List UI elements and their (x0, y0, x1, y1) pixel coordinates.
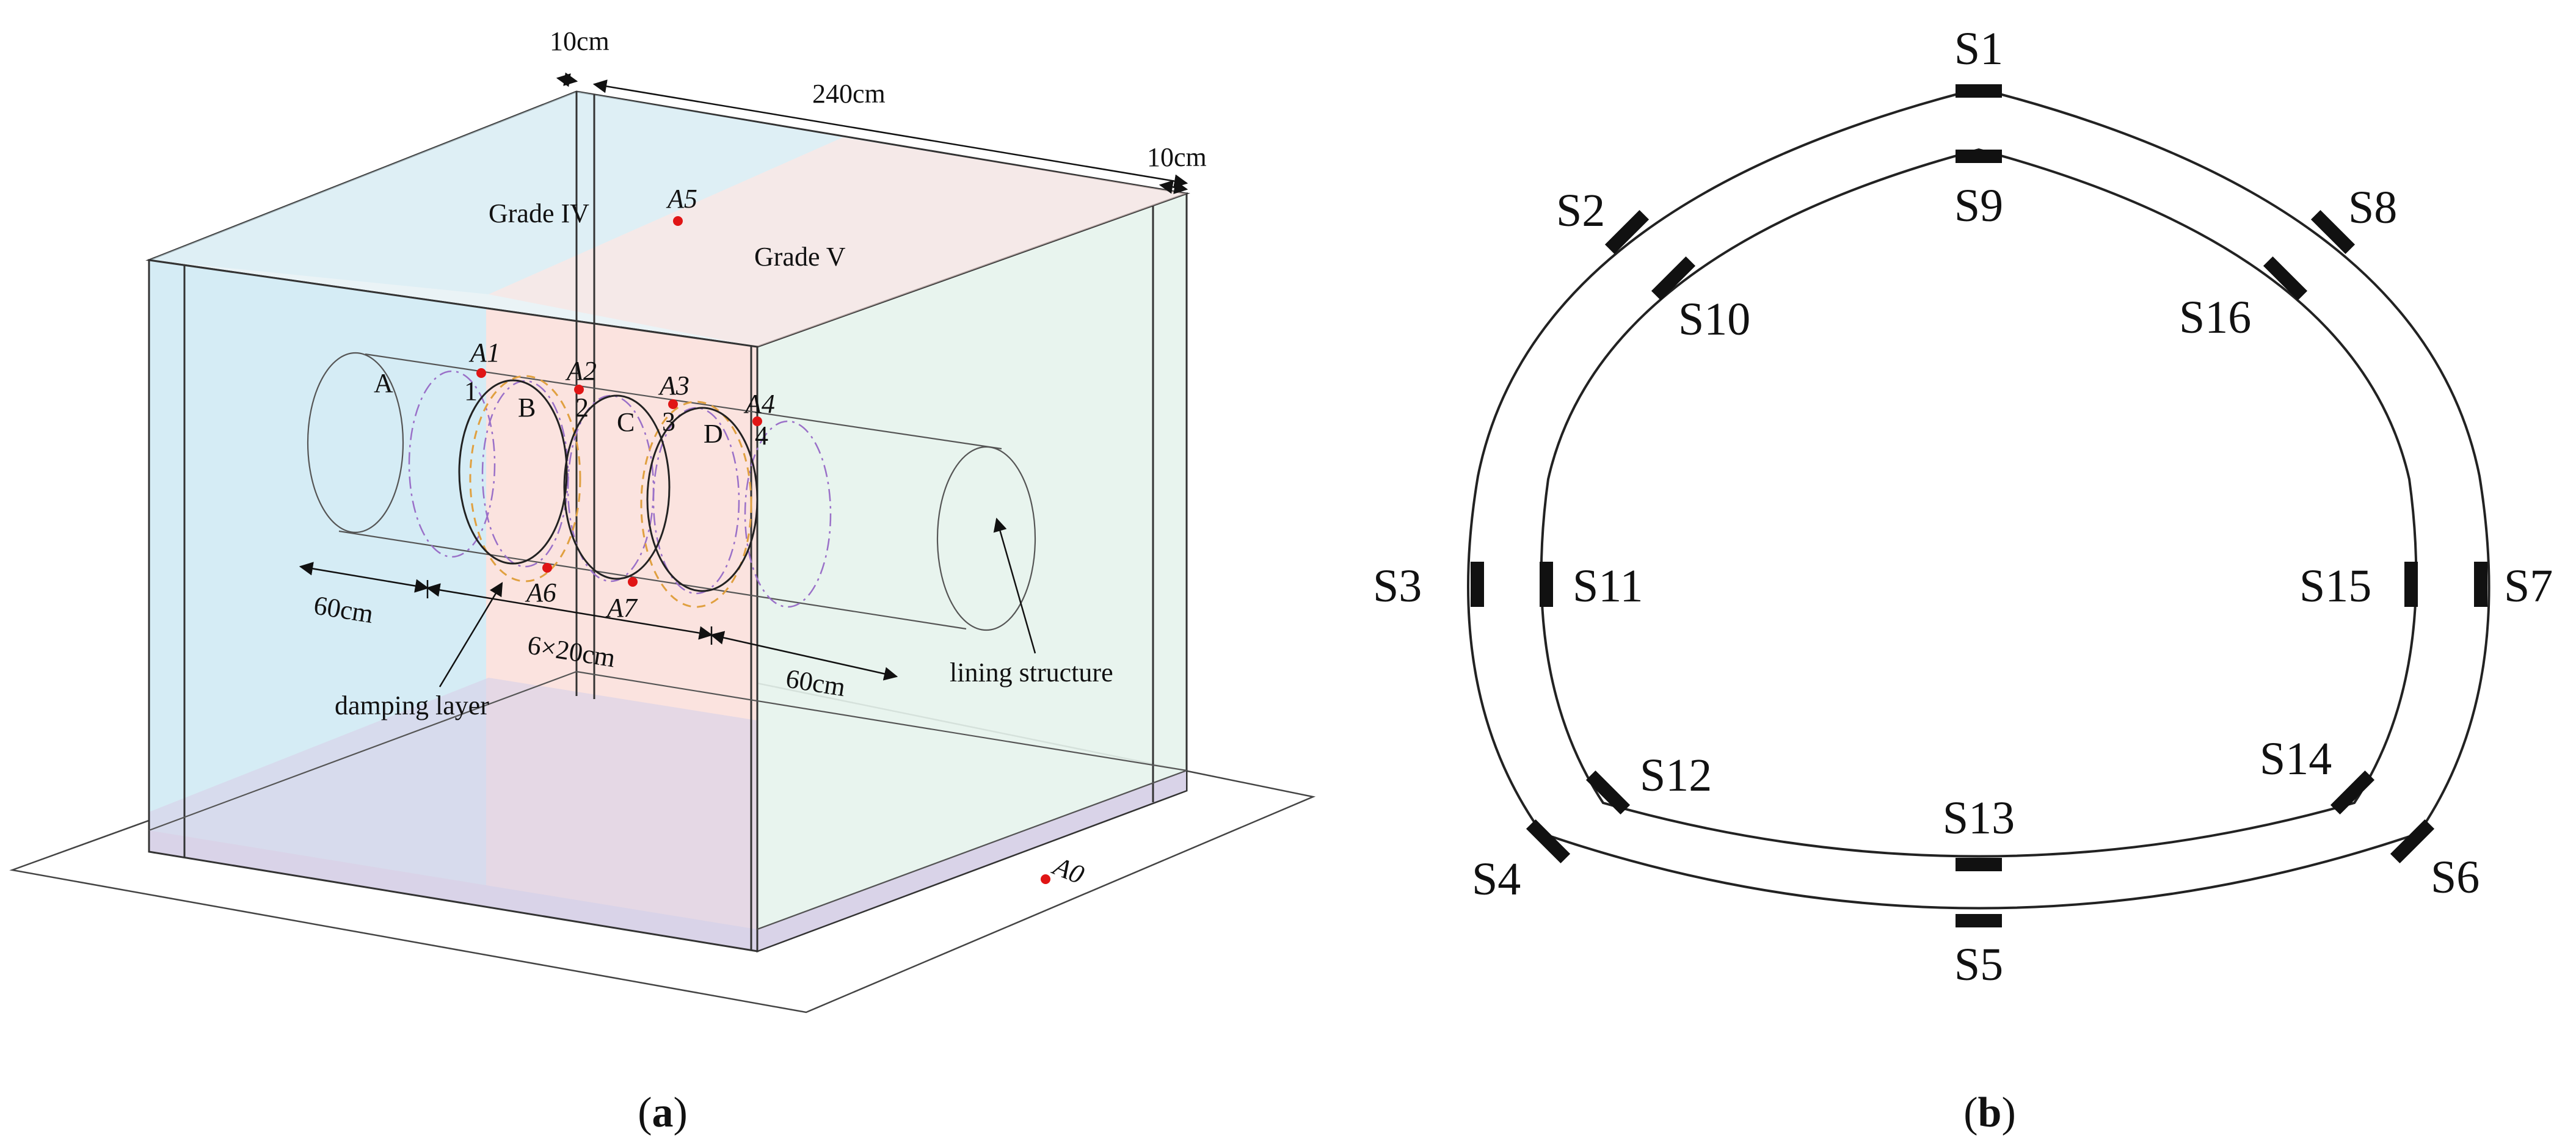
callout-damping-layer: damping layer (335, 691, 489, 720)
sensor-points (476, 216, 1050, 884)
gauge-s15 (2404, 562, 2418, 607)
gauge-s1 (1956, 84, 2002, 98)
zone-grade-iv: Grade IV (489, 198, 589, 228)
gauge-s2 (1604, 209, 1650, 255)
caption-a: (a) (638, 1089, 688, 1136)
purple-rings (408, 370, 832, 608)
gauge-s8 (2310, 209, 2356, 255)
point-a3 (668, 399, 678, 409)
label-a0: A0 (1047, 850, 1088, 890)
label-s5: S5 (1954, 939, 2003, 990)
zone-grade-v: Grade V (754, 242, 846, 272)
point-a1 (476, 368, 486, 378)
label-s10: S10 (1678, 294, 1750, 345)
label-s6: S6 (2431, 852, 2480, 903)
label-s1: S1 (1954, 23, 2003, 74)
section-number-1: 1 (464, 376, 478, 406)
label-a5: A5 (666, 184, 697, 214)
damping-floor (149, 678, 757, 929)
point-a6 (542, 563, 552, 573)
gauge-s4 (1526, 819, 1571, 864)
gauge-s7 (2474, 562, 2487, 607)
label-a4: A4 (743, 389, 775, 419)
section-d: D (704, 419, 723, 449)
gauge-s9 (1956, 150, 2002, 163)
label-a7: A7 (605, 593, 638, 623)
label-s9: S9 (1954, 180, 2003, 231)
label-s15: S15 (2299, 560, 2371, 612)
label-s3: S3 (1373, 560, 1422, 612)
gauge-s12 (1585, 770, 1631, 815)
section-number-2: 2 (575, 393, 589, 422)
dimension-lines (299, 72, 1188, 681)
point-a7 (628, 577, 638, 587)
damping-layer-arrow (438, 582, 503, 687)
label-a6: A6 (525, 578, 556, 607)
label-s16: S16 (2179, 292, 2251, 343)
label-s11: S11 (1573, 560, 1643, 612)
gauge-s14 (2330, 770, 2375, 815)
gauge-s3 (1471, 562, 1484, 607)
panel-a: 10cm 240cm 10cm Grade IV Grade V A5 A1 A… (9, 26, 1316, 1136)
label-s7: S7 (2504, 560, 2553, 612)
label-a1: A1 (468, 338, 500, 368)
damping-layer-rings (469, 375, 752, 608)
point-a2 (574, 385, 584, 394)
label-s8: S8 (2348, 182, 2397, 233)
label-s13: S13 (1943, 792, 2015, 844)
section-number-3: 3 (662, 407, 675, 437)
gauge-s13 (1956, 858, 2002, 871)
gauge-s16 (2263, 256, 2308, 301)
dim-length: 240cm (812, 79, 886, 109)
gauge-s6 (2390, 819, 2435, 864)
lining-structure-arrow (993, 517, 1036, 654)
section-b: B (518, 393, 536, 422)
label-s2: S2 (1556, 185, 1605, 236)
lining-outer-outline (1467, 87, 2490, 910)
dim-left-wall: 10cm (550, 26, 609, 56)
gauge-s10 (1651, 256, 1696, 301)
section-a: A (374, 368, 393, 398)
caption-b: (b) (1963, 1089, 2016, 1136)
callout-lining-structure: lining structure (950, 658, 1113, 687)
label-a3: A3 (658, 371, 689, 401)
label-s4: S4 (1472, 854, 1521, 905)
lining-inner-outline (1540, 148, 2418, 858)
section-number-4: 4 (755, 421, 768, 451)
gauge-s11 (1540, 562, 1553, 607)
label-s12: S12 (1640, 750, 1712, 801)
gauge-s5 (1956, 914, 2002, 927)
base-slab-front (149, 830, 757, 951)
panel-b: S1 S9 S2 S10 S8 S16 S3 S11 S15 S7 S12 S1… (1373, 23, 2553, 1136)
section-c: C (617, 407, 635, 437)
dim-right-wall: 10cm (1147, 142, 1207, 172)
point-a4 (752, 416, 762, 426)
point-a5 (673, 216, 683, 226)
label-a2: A2 (565, 356, 597, 386)
point-a0 (1041, 874, 1050, 884)
label-s14: S14 (2260, 733, 2332, 785)
strain-gauges (1471, 84, 2487, 927)
back-wall-grade-v (489, 137, 1187, 347)
